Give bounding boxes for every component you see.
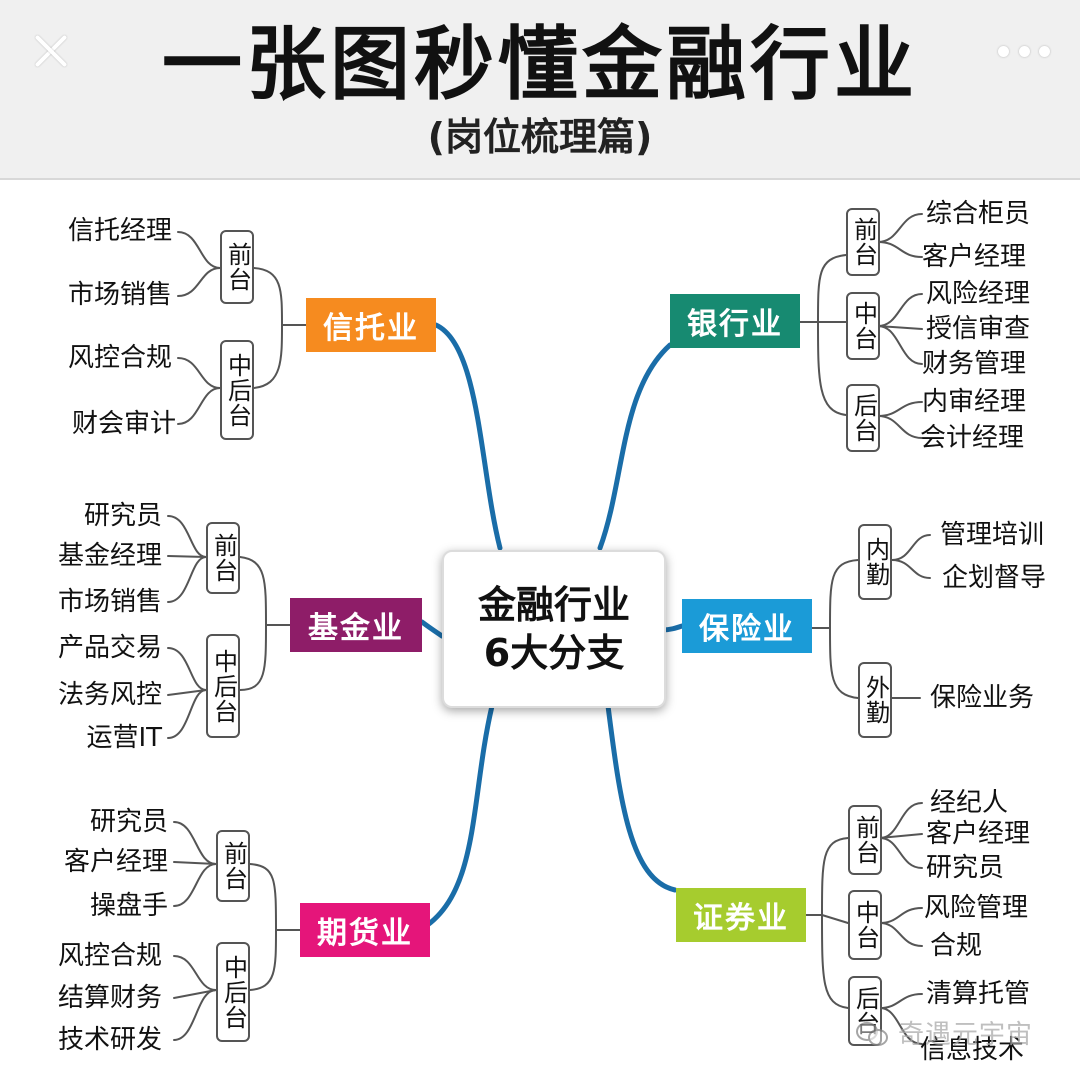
leaf-insurance-business: 保险业务 <box>930 683 1035 713</box>
branch-securities[interactable]: 证券业 <box>676 888 806 942</box>
center-line-2: 6大分支 <box>483 631 625 675</box>
leaf-fund-trading: 产品交易 <box>57 633 162 663</box>
branch-futures[interactable]: 期货业 <box>300 903 430 957</box>
leaf-insurance-planning: 企划督导 <box>942 563 1047 593</box>
branch-insurance[interactable]: 保险业 <box>682 599 812 653</box>
leaf-futures-risk: 风控合规 <box>57 941 162 971</box>
connector-fund <box>419 619 445 639</box>
leaf-bank-teller: 综合柜员 <box>926 199 1031 229</box>
leaf-trust-sales: 市场销售 <box>67 280 172 310</box>
tier-securities-front: 前台 <box>848 805 882 875</box>
leaf-futures-researcher: 研究员 <box>89 807 168 837</box>
leaf-futures-settlement: 结算财务 <box>57 983 162 1013</box>
tier-fund-front: 前台 <box>206 522 240 594</box>
leaf-bank-accounting: 会计经理 <box>920 423 1025 453</box>
leaf-fund-ops: 运营IT <box>86 723 162 753</box>
center-node: 金融行业 6大分支 <box>442 550 666 708</box>
connector-futures <box>417 703 495 933</box>
branch-bank[interactable]: 银行业 <box>670 294 800 348</box>
tier-bank-mid: 中台 <box>846 292 880 360</box>
leaf-trust-risk: 风控合规 <box>67 343 172 373</box>
leaf-insurance-training: 管理培训 <box>940 520 1045 550</box>
leaf-bank-audit: 内审经理 <box>922 387 1027 417</box>
leaf-bank-credit: 授信审查 <box>926 314 1031 344</box>
branch-trust[interactable]: 信托业 <box>306 298 436 352</box>
tier-bank-back: 后台 <box>846 384 880 452</box>
wechat-icon <box>856 1020 890 1046</box>
tier-trust-front: 前台 <box>220 230 254 304</box>
center-line-1: 金融行业 <box>477 583 630 627</box>
branch-fund[interactable]: 基金业 <box>290 598 422 652</box>
leaf-bank-risk: 风险经理 <box>926 279 1031 309</box>
tier-trust-midback: 中后台 <box>220 340 254 440</box>
tier-insurance-inside: 内勤 <box>858 524 892 600</box>
tier-bank-front: 前台 <box>846 208 880 276</box>
tier-fund-midback: 中后台 <box>206 634 240 738</box>
connector-trust <box>433 322 503 551</box>
leaf-securities-clearing: 清算托管 <box>926 979 1031 1009</box>
leaf-securities-it: 信息技术 <box>920 1035 1025 1065</box>
more-dots-icon[interactable] <box>998 44 1050 58</box>
page-title: 一张图秒懂金融行业 <box>162 18 918 111</box>
tier-insurance-outside: 外勤 <box>858 662 892 738</box>
connector-bank <box>597 342 673 551</box>
leaf-securities-researcher: 研究员 <box>926 853 1005 883</box>
tier-futures-front: 前台 <box>216 830 250 902</box>
leaf-futures-cm: 客户经理 <box>63 847 168 877</box>
header-bar: 一张图秒懂金融行业 (岗位梳理篇) <box>0 0 1080 180</box>
leaf-securities-compliance: 合规 <box>930 931 983 961</box>
leaf-securities-broker: 经纪人 <box>930 788 1009 818</box>
leaf-fund-manager: 基金经理 <box>57 541 162 571</box>
page-subtitle: (岗位梳理篇) <box>427 115 653 159</box>
tier-futures-midback: 中后台 <box>216 942 250 1042</box>
leaf-fund-legal: 法务风控 <box>57 680 162 710</box>
leaf-fund-sales: 市场销售 <box>57 587 162 617</box>
leaf-futures-tech: 技术研发 <box>57 1025 162 1055</box>
leaf-securities-cm: 客户经理 <box>926 819 1031 849</box>
leaf-futures-trader: 操盘手 <box>89 891 168 921</box>
leaf-trust-manager: 信托经理 <box>67 216 172 246</box>
leaf-trust-audit: 财会审计 <box>71 409 176 439</box>
watermark: 奇遇元宇宙 <box>856 1014 1033 1051</box>
leaf-bank-finance: 财务管理 <box>922 349 1027 379</box>
leaf-fund-researcher: 研究员 <box>83 501 162 531</box>
leaf-securities-risk: 风险管理 <box>924 893 1029 923</box>
watermark-text: 奇遇元宇宙 <box>898 1020 1034 1050</box>
connector-securities <box>605 703 678 893</box>
tier-securities-mid: 中台 <box>848 890 882 960</box>
leaf-bank-cm: 客户经理 <box>922 242 1027 272</box>
